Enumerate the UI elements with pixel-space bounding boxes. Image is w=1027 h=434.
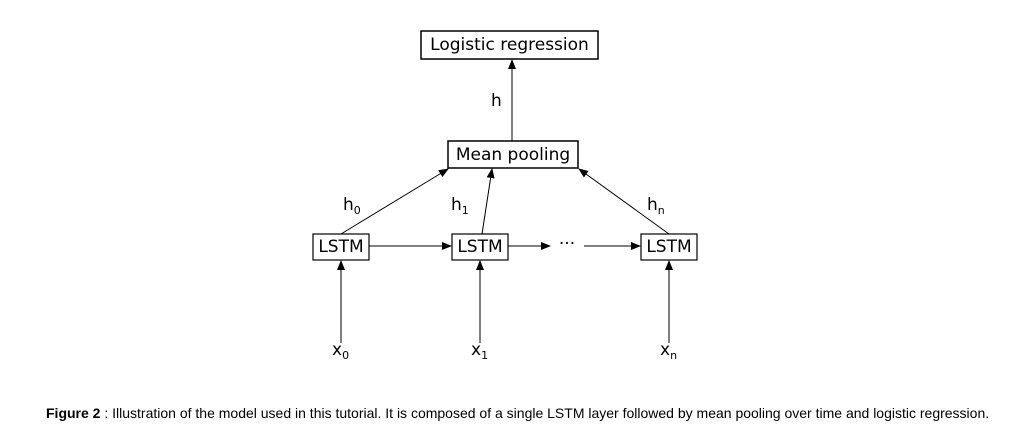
lstm-label-n: LSTM — [646, 237, 691, 257]
model-diagram: Logistic regression Mean pooling LSTM LS… — [312, 30, 698, 362]
label-x1: x1 — [471, 340, 488, 362]
arrow-lstm1-to-pooling — [481, 168, 495, 235]
lstm-box-n: LSTM — [640, 233, 698, 261]
lstm-label-0: LSTM — [318, 237, 363, 257]
arrow-lstmn-to-pooling — [578, 168, 670, 235]
logistic-regression-label: Logistic regression — [430, 35, 589, 55]
figure-caption: Figure 2 : Illustration of the model use… — [46, 405, 989, 421]
lstm-box-0: LSTM — [312, 233, 370, 261]
logistic-regression-box: Logistic regression — [420, 30, 599, 60]
label-x0: x0 — [332, 340, 349, 362]
lstm-box-1: LSTM — [451, 233, 509, 261]
label-hn: hn — [647, 195, 665, 217]
mean-pooling-box: Mean pooling — [447, 140, 579, 169]
caption-prefix: Figure 2 — [46, 405, 101, 421]
label-h0: h0 — [343, 195, 361, 217]
ellipsis: ··· — [559, 234, 575, 254]
label-xn: xn — [660, 340, 677, 362]
mean-pooling-label: Mean pooling — [456, 145, 570, 165]
label-h1: h1 — [451, 195, 469, 217]
arrow-lstm0-to-pooling — [340, 168, 449, 235]
label-h: h — [491, 91, 502, 111]
caption-text: : Illustration of the model used in this… — [100, 405, 990, 421]
lstm-label-1: LSTM — [457, 237, 502, 257]
